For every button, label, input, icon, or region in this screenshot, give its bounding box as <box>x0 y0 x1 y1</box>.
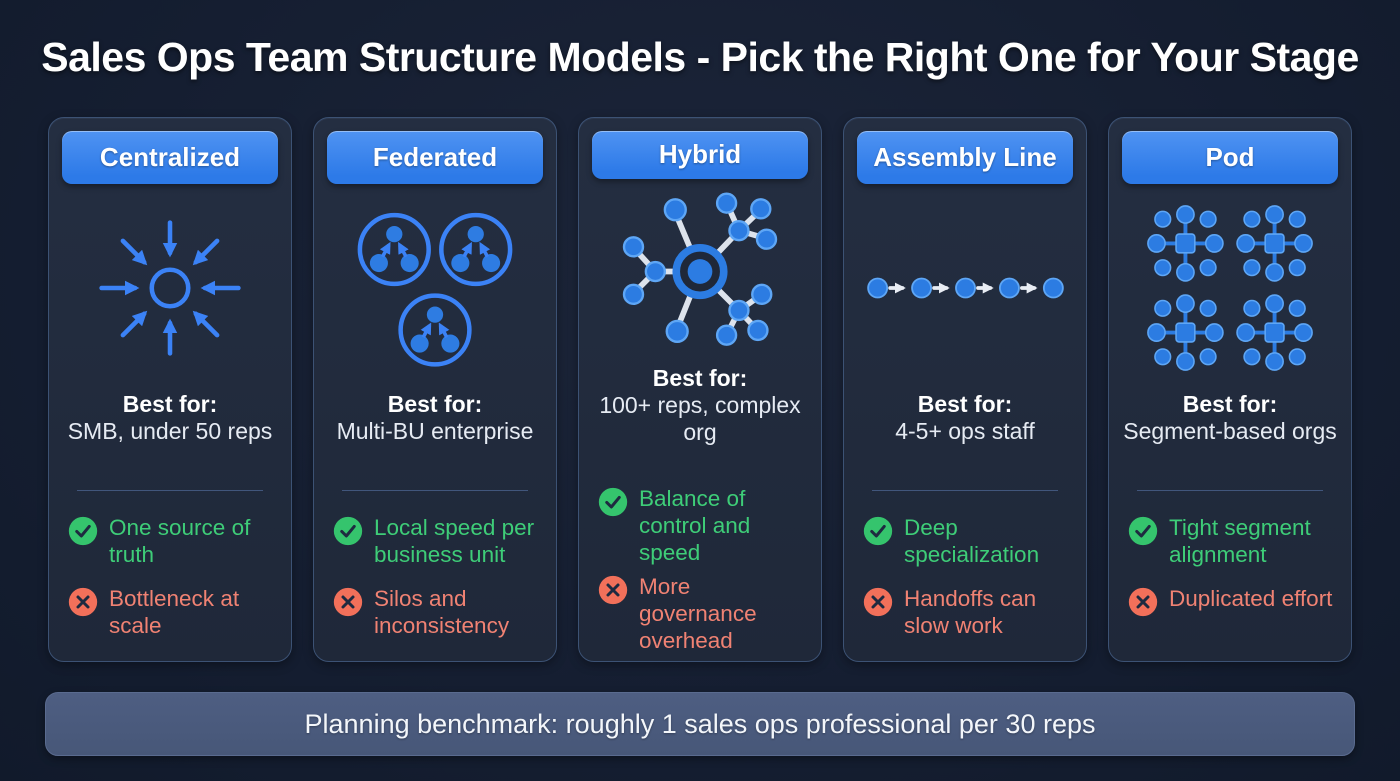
check-circle-icon <box>68 516 98 546</box>
card-title-badge: Assembly Line <box>857 131 1073 184</box>
planning-benchmark-banner: Planning benchmark: roughly 1 sales ops … <box>45 692 1355 756</box>
con-text: More governance overhead <box>639 574 757 653</box>
cross-circle-icon <box>598 575 628 605</box>
converging-arrows-icon <box>99 219 241 356</box>
cross-circle-icon <box>333 587 363 617</box>
pro-text: Deep specialization <box>904 515 1040 567</box>
card-title-badge: Pod <box>1122 131 1338 184</box>
con-text: Silos and inconsistency <box>374 586 510 638</box>
cross-circle-icon <box>68 587 98 617</box>
card-title-badge: Federated <box>327 131 543 184</box>
best-for-label: Best for: <box>387 391 483 417</box>
cross-circle-icon <box>1128 587 1158 617</box>
card-title-badge: Hybrid <box>592 131 808 179</box>
page-title: Sales Ops Team Structure Models - Pick t… <box>41 34 1359 80</box>
pro-item: Balance of control and speed <box>598 485 809 566</box>
cross-circle-icon <box>863 587 893 617</box>
three-team-circles-icon <box>340 206 530 369</box>
pro-item: One source of truth <box>68 514 279 578</box>
best-for-label: Best for: <box>917 391 1013 417</box>
con-item: Bottleneck at scale <box>68 585 279 649</box>
card-title-badge: Centralized <box>62 131 278 184</box>
con-text: Duplicated effort <box>1169 586 1333 611</box>
card-federated: Federated Best for: Multi-BU enterprise … <box>313 117 557 662</box>
best-for-value: 4-5+ ops staff <box>895 418 1035 445</box>
pro-text: One source of truth <box>109 515 251 567</box>
best-for-value: 100+ reps, complex org <box>599 391 801 445</box>
pro-text: Balance of control and speed <box>639 486 751 565</box>
pod-clusters-icon <box>1145 203 1315 372</box>
pro-item: Deep specialization <box>863 514 1074 578</box>
divider <box>872 490 1058 491</box>
best-for-value: Segment-based orgs <box>1123 418 1337 445</box>
pro-item: Local speed per business unit <box>333 514 544 578</box>
best-for-label: Best for: <box>122 391 218 417</box>
con-text: Handoffs can slow work <box>904 586 1037 638</box>
card-centralized: Centralized Best for: SMB, under 50 reps <box>48 117 292 662</box>
card-hybrid: Hybrid <box>578 117 822 662</box>
check-circle-icon <box>333 516 363 546</box>
con-item: More governance overhead <box>598 573 809 654</box>
check-circle-icon <box>1128 516 1158 546</box>
best-for-label: Best for: <box>652 364 748 391</box>
divider <box>77 490 263 491</box>
best-for-label: Best for: <box>1182 391 1278 417</box>
check-circle-icon <box>598 487 628 517</box>
hub-spoke-network-icon <box>622 192 778 346</box>
divider <box>342 490 528 491</box>
card-pod: Pod Best for: Segment-based orgs Tight s… <box>1108 117 1352 662</box>
pro-text: Local speed per business unit <box>374 515 535 567</box>
con-text: Bottleneck at scale <box>109 586 240 638</box>
pro-item: Tight segment alignment <box>1128 514 1339 578</box>
pro-text: Tight segment alignment <box>1169 515 1311 567</box>
best-for-value: Multi-BU enterprise <box>336 418 534 445</box>
planning-benchmark-text: Planning benchmark: roughly 1 sales ops … <box>304 708 1096 739</box>
model-cards-row: Centralized Best for: SMB, under 50 reps <box>0 117 1400 662</box>
con-item: Silos and inconsistency <box>333 585 544 649</box>
divider <box>1137 490 1323 491</box>
card-assembly-line: Assembly Line Best for: <box>843 117 1087 662</box>
check-circle-icon <box>863 516 893 546</box>
best-for-value: SMB, under 50 reps <box>67 418 273 445</box>
con-item: Duplicated effort <box>1128 585 1339 649</box>
sequential-flow-icon <box>866 277 1064 298</box>
con-item: Handoffs can slow work <box>863 585 1074 649</box>
